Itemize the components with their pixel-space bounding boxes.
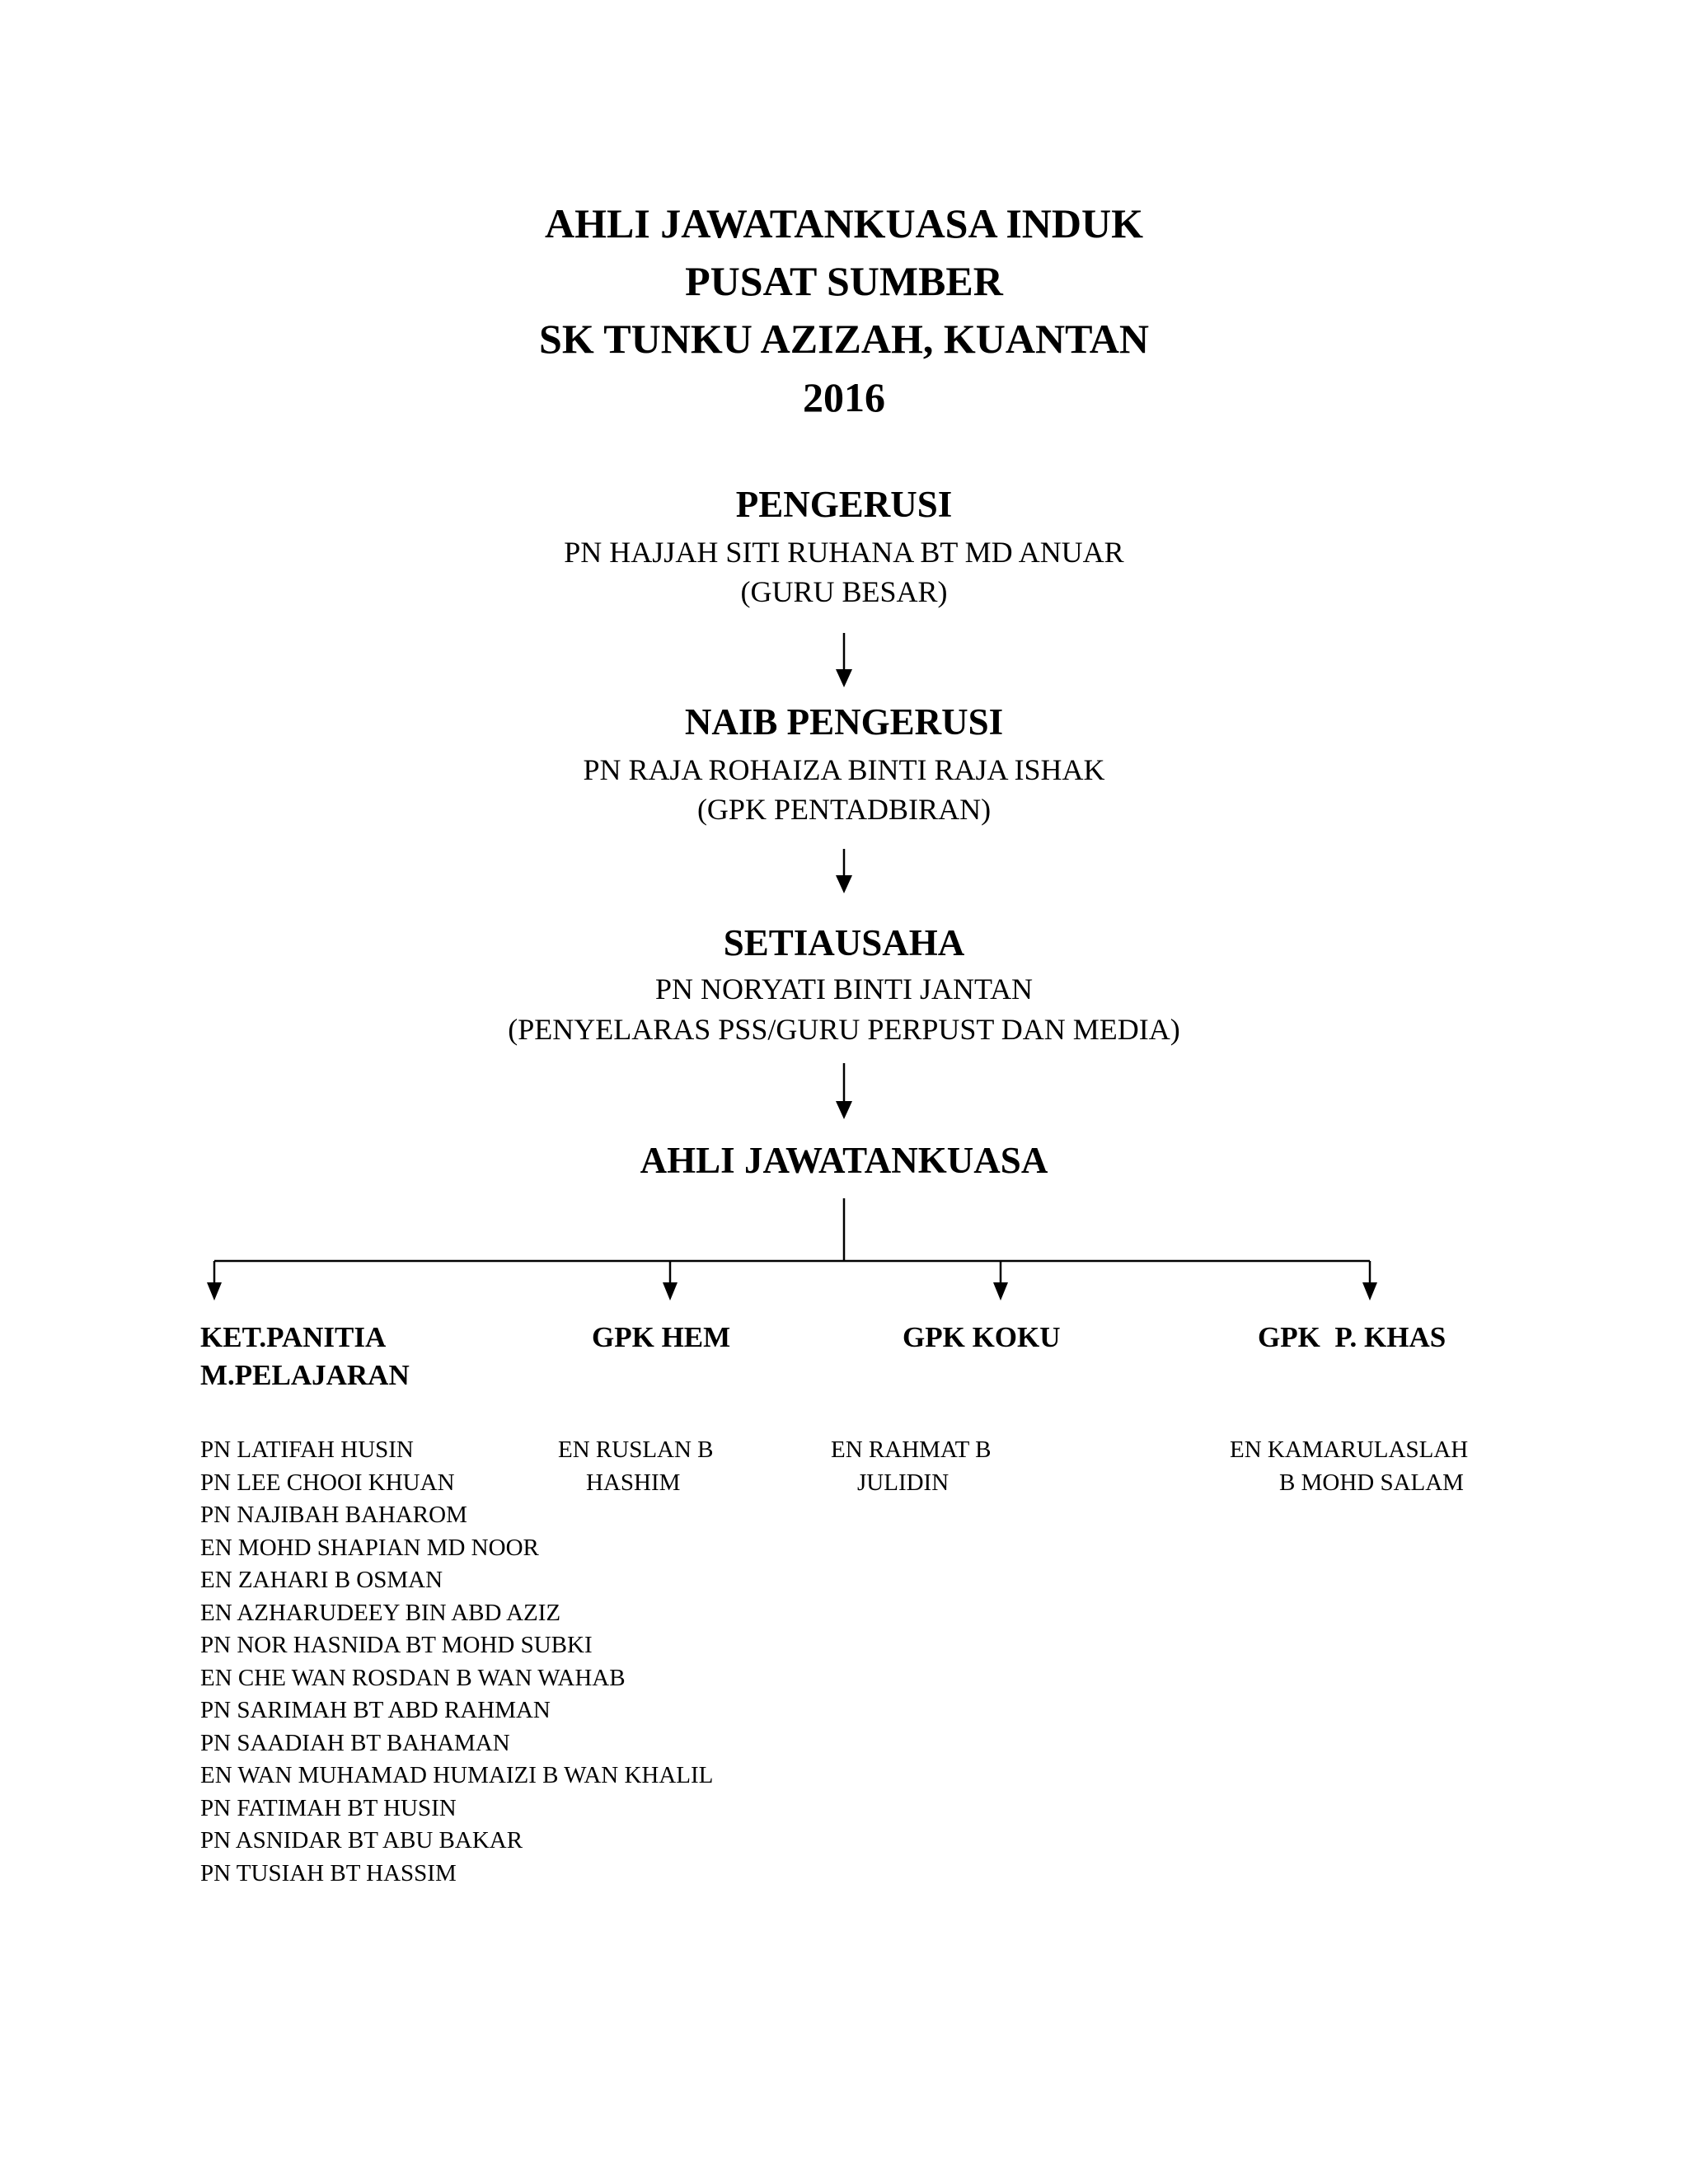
list-item: PN SARIMAH BT ABD RAHMAN xyxy=(200,1697,551,1723)
branch-2-heading: GPK HEM xyxy=(592,1321,731,1353)
list-item: EN WAN MUHAMAD HUMAIZI B WAN KHALIL xyxy=(200,1762,714,1788)
list-item: EN RUSLAN B xyxy=(558,1436,714,1463)
title-line-4: 2016 xyxy=(803,374,885,420)
list-item: PN LATIFAH HUSIN xyxy=(200,1436,414,1463)
branch-3-heading: GPK KOKU xyxy=(903,1321,1061,1353)
list-item: EN KAMARULASLAH xyxy=(1230,1436,1469,1463)
list-item: EN RAHMAT B xyxy=(831,1436,992,1463)
vice-chairman-name: PN RAJA ROHAIZA BINTI RAJA ISHAK xyxy=(583,753,1105,786)
branch-1-member-list: PN LATIFAH HUSIN PN LEE CHOOI KHUAN PN N… xyxy=(200,1434,713,1890)
chairman-name: PN HAJJAH SITI RUHANA BT MD ANUAR xyxy=(564,536,1124,569)
list-item: EN ZAHARI B OSMAN xyxy=(200,1567,443,1593)
branch-1-heading-line-2: M.PELAJARAN xyxy=(200,1359,410,1391)
list-item: EN AZHARUDEEY BIN ABD AZIZ xyxy=(200,1599,561,1626)
branch-2-member-list: EN RUSLAN B HASHIM xyxy=(558,1434,714,1499)
list-item: EN MOHD SHAPIAN MD NOOR xyxy=(200,1534,539,1561)
list-item: PN NOR HASNIDA BT MOHD SUBKI xyxy=(200,1632,593,1658)
secretary-position: (PENYELARAS PSS/GURU PERPUST DAN MEDIA) xyxy=(508,1013,1180,1046)
title-line-1: AHLI JAWATANKUASA INDUK xyxy=(544,200,1144,246)
list-item: PN LEE CHOOI KHUAN xyxy=(200,1469,455,1496)
list-item: PN FATIMAH BT HUSIN xyxy=(200,1794,457,1821)
arrow-branch-3 xyxy=(993,1261,1008,1301)
arrow-secretary-to-committee xyxy=(836,1063,852,1119)
vice-chairman-heading: NAIB PENGERUSI xyxy=(684,701,1004,743)
secretary-name: PN NORYATI BINTI JANTAN xyxy=(654,972,1034,1005)
list-item: B MOHD SALAM xyxy=(1279,1469,1464,1496)
arrow-vice-to-secretary xyxy=(836,849,852,893)
list-item: HASHIM xyxy=(586,1469,681,1496)
chairman-position: (GURU BESAR) xyxy=(740,575,948,608)
branch-4-member-list: EN KAMARULASLAH B MOHD SALAM xyxy=(1230,1434,1468,1499)
title-line-2: PUSAT SUMBER xyxy=(685,258,1003,304)
list-item: PN SAADIAH BT BAHAMAN xyxy=(200,1729,510,1756)
list-item: EN CHE WAN ROSDAN B WAN WAHAB xyxy=(200,1664,626,1691)
arrow-branch-2 xyxy=(663,1261,678,1301)
arrow-branch-4 xyxy=(1362,1261,1377,1301)
committee-heading: AHLI JAWATANKUASA xyxy=(640,1140,1048,1181)
arrow-branch-1 xyxy=(207,1261,222,1301)
secretary-heading: SETIAUSAHA xyxy=(723,922,965,963)
arrow-chairman-to-vice xyxy=(836,633,852,687)
list-item: PN ASNIDAR BT ABU BAKAR xyxy=(200,1827,523,1854)
list-item: PN TUSIAH BT HASSIM xyxy=(200,1859,457,1886)
list-item: PN NAJIBAH BAHAROM xyxy=(200,1502,467,1528)
list-item: JULIDIN xyxy=(857,1469,950,1496)
branch-1-heading-line-1: KET.PANITIA xyxy=(200,1321,387,1353)
branch-3-member-list: EN RAHMAT B JULIDIN xyxy=(831,1434,991,1499)
title-line-3: SK TUNKU AZIZAH, KUANTAN xyxy=(539,316,1149,362)
branch-4-heading: GPK P. KHAS xyxy=(1258,1321,1447,1353)
committee-branch-connector xyxy=(214,1198,1370,1263)
chairman-heading: PENGERUSI xyxy=(735,484,953,525)
vice-chairman-position: (GPK PENTADBIRAN) xyxy=(696,793,992,826)
